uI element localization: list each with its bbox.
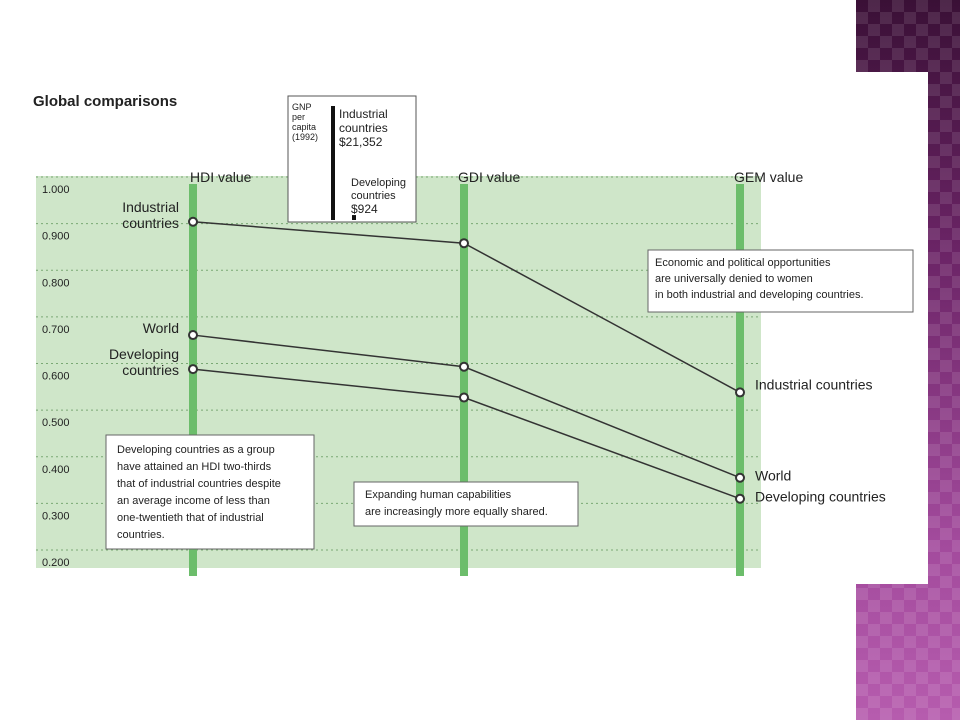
data-point bbox=[735, 493, 745, 504]
series-layer bbox=[188, 216, 745, 504]
y-tick-label: 0.500 bbox=[42, 417, 70, 429]
inset-box bbox=[287, 95, 417, 223]
data-point bbox=[188, 364, 198, 375]
inset-bar-label: Industrial bbox=[339, 107, 388, 121]
category-label: GDI value bbox=[458, 169, 520, 185]
annotation-expanding-line: Expanding human capabilities bbox=[365, 489, 512, 501]
series-left-label: World bbox=[143, 320, 179, 336]
series-left-label: Industrial bbox=[122, 199, 179, 215]
annotation-developing-box bbox=[105, 434, 315, 550]
inset-ylabel: capita bbox=[292, 122, 316, 132]
series-right-label: World bbox=[755, 468, 791, 484]
series-left-label: Developing bbox=[109, 346, 179, 362]
inset-bar-label: $924 bbox=[351, 202, 378, 216]
series-left-label: countries bbox=[122, 362, 179, 378]
category-axes bbox=[189, 184, 744, 576]
annotation-economic-line: in both industrial and developing countr… bbox=[655, 289, 864, 301]
annotation-developing-line: that of industrial countries despite bbox=[117, 478, 281, 490]
data-point bbox=[459, 392, 469, 403]
data-point bbox=[188, 216, 198, 227]
inset-bar-label: $21,352 bbox=[339, 135, 383, 149]
chart-svg: 1.000 0.900 0.800 0.700 0.600 0.500 0.400 0.300… bbox=[33, 93, 914, 576]
y-tick-label: 0.600 bbox=[42, 371, 70, 383]
inset-bar bbox=[331, 106, 335, 220]
y-tick-label: 0.400 bbox=[42, 464, 70, 476]
annotation-developing-line: countries. bbox=[117, 529, 165, 541]
category-axis-1 bbox=[460, 184, 468, 576]
series-right-label: Industrial countries bbox=[755, 376, 873, 392]
annotation-developing-line: have attained an HDI two-thirds bbox=[117, 461, 272, 473]
data-point bbox=[459, 238, 469, 249]
y-tick-label: 0.700 bbox=[42, 324, 70, 336]
y-tick-label: 0.300 bbox=[42, 510, 70, 522]
category-axis-0 bbox=[189, 184, 197, 576]
inset-bar-label: countries bbox=[339, 121, 388, 135]
y-tick-label: 1.000 bbox=[42, 184, 70, 196]
inset-bar bbox=[352, 215, 356, 220]
annotation-expanding-line: are increasingly more equally shared. bbox=[365, 506, 548, 518]
y-tick-labels: 1.000 0.900 0.800 0.700 0.600 0.500 0.400 0.300… bbox=[42, 184, 70, 569]
category-label: GEM value bbox=[734, 169, 803, 185]
category-labels: HDI value GDI value GEM value bbox=[190, 169, 803, 185]
category-axis-2 bbox=[736, 184, 744, 576]
y-tick-label: 0.900 bbox=[42, 231, 70, 243]
data-point bbox=[735, 472, 745, 483]
annotations: Economic and political opportunities are … bbox=[105, 249, 914, 550]
series-left-label: countries bbox=[122, 215, 179, 231]
series-right-label: Developing countries bbox=[755, 489, 886, 505]
data-point bbox=[459, 361, 469, 372]
inset-ylabel: per bbox=[292, 112, 305, 122]
inset-bar-label: countries bbox=[351, 190, 396, 202]
gnp-inset: GNPpercapita(1992)Industrialcountries$21… bbox=[287, 95, 417, 223]
annotation-economic-box bbox=[647, 249, 914, 313]
y-tick-label: 0.200 bbox=[42, 557, 70, 569]
annotation-economic-line: are universally denied to women bbox=[655, 273, 813, 285]
left-series-labels: IndustrialcountriesWorldDevelopingcountr… bbox=[109, 199, 179, 378]
annotation-expanding-box bbox=[353, 481, 579, 527]
category-label: HDI value bbox=[190, 169, 252, 185]
chart-title: Global comparisons bbox=[33, 93, 177, 110]
annotation-developing-line: Developing countries as a group bbox=[117, 444, 275, 456]
annotation-developing-line: one-twentieth that of industrial bbox=[117, 512, 264, 524]
data-point bbox=[735, 387, 745, 398]
figure-panel: 1.000 0.900 0.800 0.700 0.600 0.500 0.400 0.300… bbox=[18, 72, 928, 584]
inset-ylabel: GNP bbox=[292, 102, 312, 112]
inset-bar-label: Developing bbox=[351, 177, 406, 189]
inset-ylabel: (1992) bbox=[292, 132, 318, 142]
annotation-economic-line: Economic and political opportunities bbox=[655, 257, 831, 269]
annotation-developing-line: an average income of less than bbox=[117, 495, 270, 507]
y-tick-label: 0.800 bbox=[42, 277, 70, 289]
data-point bbox=[188, 330, 198, 341]
